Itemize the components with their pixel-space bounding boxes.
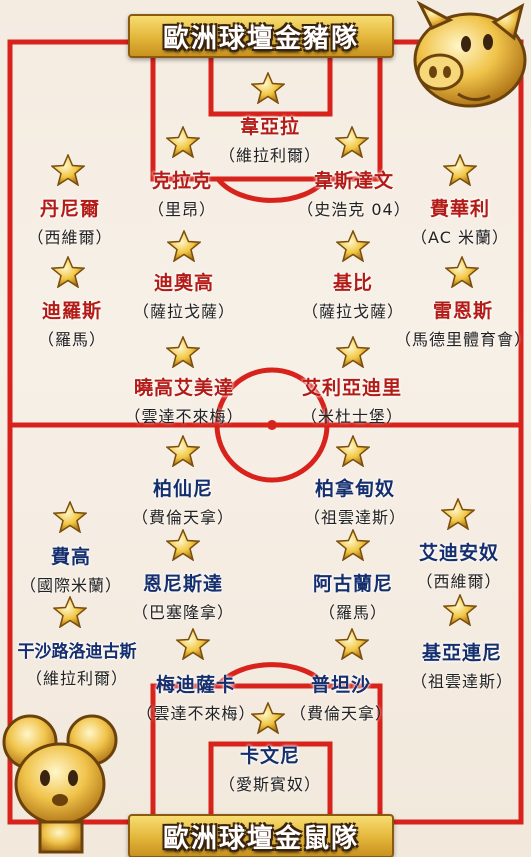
player-card: 艾利亞迪里 米杜士堡: [301, 373, 403, 427]
player-name: 柏仙尼: [152, 478, 214, 500]
star-icon: [167, 230, 201, 262]
player-club: 薩拉戈薩: [133, 298, 235, 322]
star-icon: [336, 529, 370, 561]
player-card: 迪奧高 薩拉戈薩: [133, 268, 235, 322]
star-icon: [53, 596, 87, 628]
player-name: 曉高艾美達: [133, 377, 235, 399]
player-club: 米杜士堡: [301, 403, 403, 427]
star-icon: [53, 501, 87, 533]
player-card: 艾迪安奴 西維爾: [416, 538, 501, 592]
golden-pig-icon: [413, 0, 527, 108]
player-name: 費華利: [429, 198, 490, 220]
player-club: 羅馬: [313, 599, 393, 623]
star-icon: [51, 154, 85, 186]
player-club: 西維爾: [416, 568, 501, 592]
player-card: 韋亞拉 維拉利爾: [219, 112, 321, 166]
player-name: 艾迪安奴: [418, 542, 500, 564]
player-name: 恩尼斯達: [142, 573, 224, 595]
player-card: 丹尼爾 西維爾: [27, 194, 112, 248]
title-banner-bottom: 歐洲球壇金鼠隊: [128, 814, 394, 857]
player-card: 卡文尼 愛斯賓奴: [219, 741, 321, 795]
player-name: 迪羅斯: [41, 300, 103, 322]
player-name: 迪奧高: [153, 272, 215, 294]
player-name: 基亞連尼: [421, 642, 503, 664]
player-name: 韋斯達文: [313, 170, 395, 192]
player-club: 費倫天拿: [132, 504, 234, 528]
player-club: 史浩克 04: [297, 196, 410, 220]
title-banner-top: 歐洲球壇金豬隊: [128, 14, 394, 58]
player-card: 柏拿甸奴 祖雲達斯: [304, 474, 406, 528]
player-card: 基比 薩拉戈薩: [302, 268, 404, 322]
player-name: 梅迪薩卡: [155, 674, 237, 696]
star-icon: [335, 126, 369, 158]
star-icon: [443, 154, 477, 186]
player-club: 維拉利爾: [18, 665, 137, 689]
player-name: 雷恩斯: [432, 300, 494, 322]
star-icon: [336, 435, 370, 467]
star-icon: [336, 230, 370, 262]
player-card: 曉高艾美達 雲達不來梅: [124, 373, 243, 427]
player-card: 柏仙尼 費倫天拿: [132, 474, 234, 528]
star-icon: [443, 594, 477, 626]
player-club: 薩拉戈薩: [302, 298, 404, 322]
player-card: 克拉克 里昂: [148, 166, 216, 220]
player-card: 恩尼斯達 巴塞隆拿: [132, 569, 234, 623]
player-name: 克拉克: [151, 170, 213, 192]
player-name: 卡文尼: [239, 745, 301, 767]
player-card: 普坦沙 費倫天拿: [290, 670, 392, 724]
star-icon: [166, 435, 200, 467]
player-name: 阿古蘭尼: [312, 573, 394, 595]
player-club: AC 米蘭: [411, 224, 509, 248]
player-card: 韋斯達文 史浩克 04: [297, 166, 410, 220]
player-card: 費高 國際米蘭: [20, 542, 122, 596]
star-icon: [441, 498, 475, 530]
player-name: 費高: [50, 546, 92, 568]
star-icon: [51, 256, 85, 288]
player-club: 費倫天拿: [290, 700, 392, 724]
player-name: 普坦沙: [310, 674, 372, 696]
player-card: 雷恩斯 馬德里體育會: [395, 296, 531, 350]
player-card: 阿古蘭尼 羅馬: [313, 569, 393, 623]
player-card: 梅迪薩卡 雲達不來梅: [136, 670, 255, 724]
star-icon: [166, 529, 200, 561]
player-club: 西維爾: [27, 224, 112, 248]
star-icon: [251, 72, 285, 104]
player-club: 羅馬: [38, 326, 106, 350]
player-name: 基比: [332, 272, 374, 294]
player-card: 基亞連尼 祖雲達斯: [411, 638, 513, 692]
golden-rat-icon: [2, 714, 118, 854]
star-icon: [335, 628, 369, 660]
player-club: 里昂: [148, 196, 216, 220]
star-icon: [166, 336, 200, 368]
player-club: 雲達不來梅: [124, 403, 243, 427]
player-card: 干沙路洛迪古斯 維拉利爾: [18, 637, 137, 689]
player-name: 柏拿甸奴: [314, 478, 396, 500]
player-club: 國際米蘭: [20, 572, 122, 596]
star-icon: [251, 702, 285, 734]
star-icon: [176, 628, 210, 660]
player-name: 丹尼爾: [39, 198, 101, 220]
player-name: 艾利亞迪里: [301, 377, 403, 399]
star-icon: [336, 336, 370, 368]
pig-team-title: 歐洲球壇金豬隊: [162, 23, 359, 54]
player-card: 費華利 AC 米蘭: [411, 194, 509, 248]
star-icon: [166, 126, 200, 158]
player-club: 馬德里體育會: [395, 326, 531, 350]
player-name: 干沙路洛迪古斯: [17, 642, 137, 662]
player-card: 迪羅斯 羅馬: [38, 296, 106, 350]
player-club: 祖雲達斯: [304, 504, 406, 528]
player-club: 巴塞隆拿: [132, 599, 234, 623]
player-club: 祖雲達斯: [411, 668, 513, 692]
rat-team-title: 歐洲球壇金鼠隊: [162, 823, 359, 854]
player-club: 雲達不來梅: [136, 700, 255, 724]
player-club: 愛斯賓奴: [219, 771, 321, 795]
player-name: 韋亞拉: [239, 116, 301, 138]
player-club: 維拉利爾: [219, 142, 321, 166]
star-icon: [445, 256, 479, 288]
